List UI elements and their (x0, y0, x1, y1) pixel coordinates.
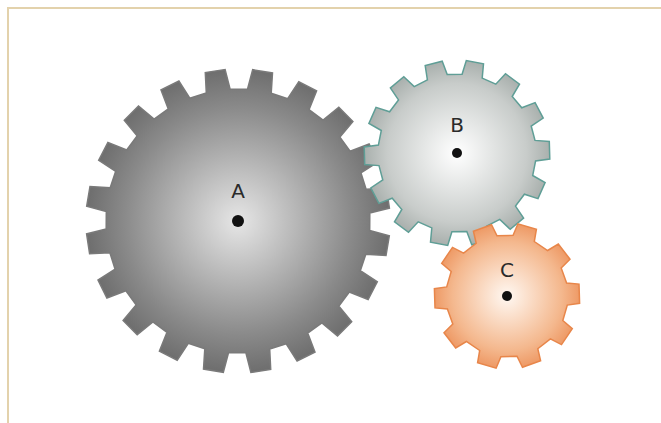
gear-letter: C (500, 260, 514, 280)
gear-letter: B (450, 115, 464, 135)
gear-b: B (364, 60, 550, 246)
gear-a: A (86, 69, 390, 373)
gear-body (364, 61, 550, 246)
gear-shape (434, 223, 580, 369)
gear-shape (86, 69, 390, 373)
gear-body (87, 70, 390, 373)
gear-body (434, 224, 579, 368)
gear-shape (364, 60, 550, 246)
gear-letter: A (231, 181, 245, 201)
axle-dot (502, 291, 512, 301)
axle-dot (232, 215, 244, 227)
axle-dot (452, 148, 462, 158)
gear-c: C (434, 223, 580, 369)
